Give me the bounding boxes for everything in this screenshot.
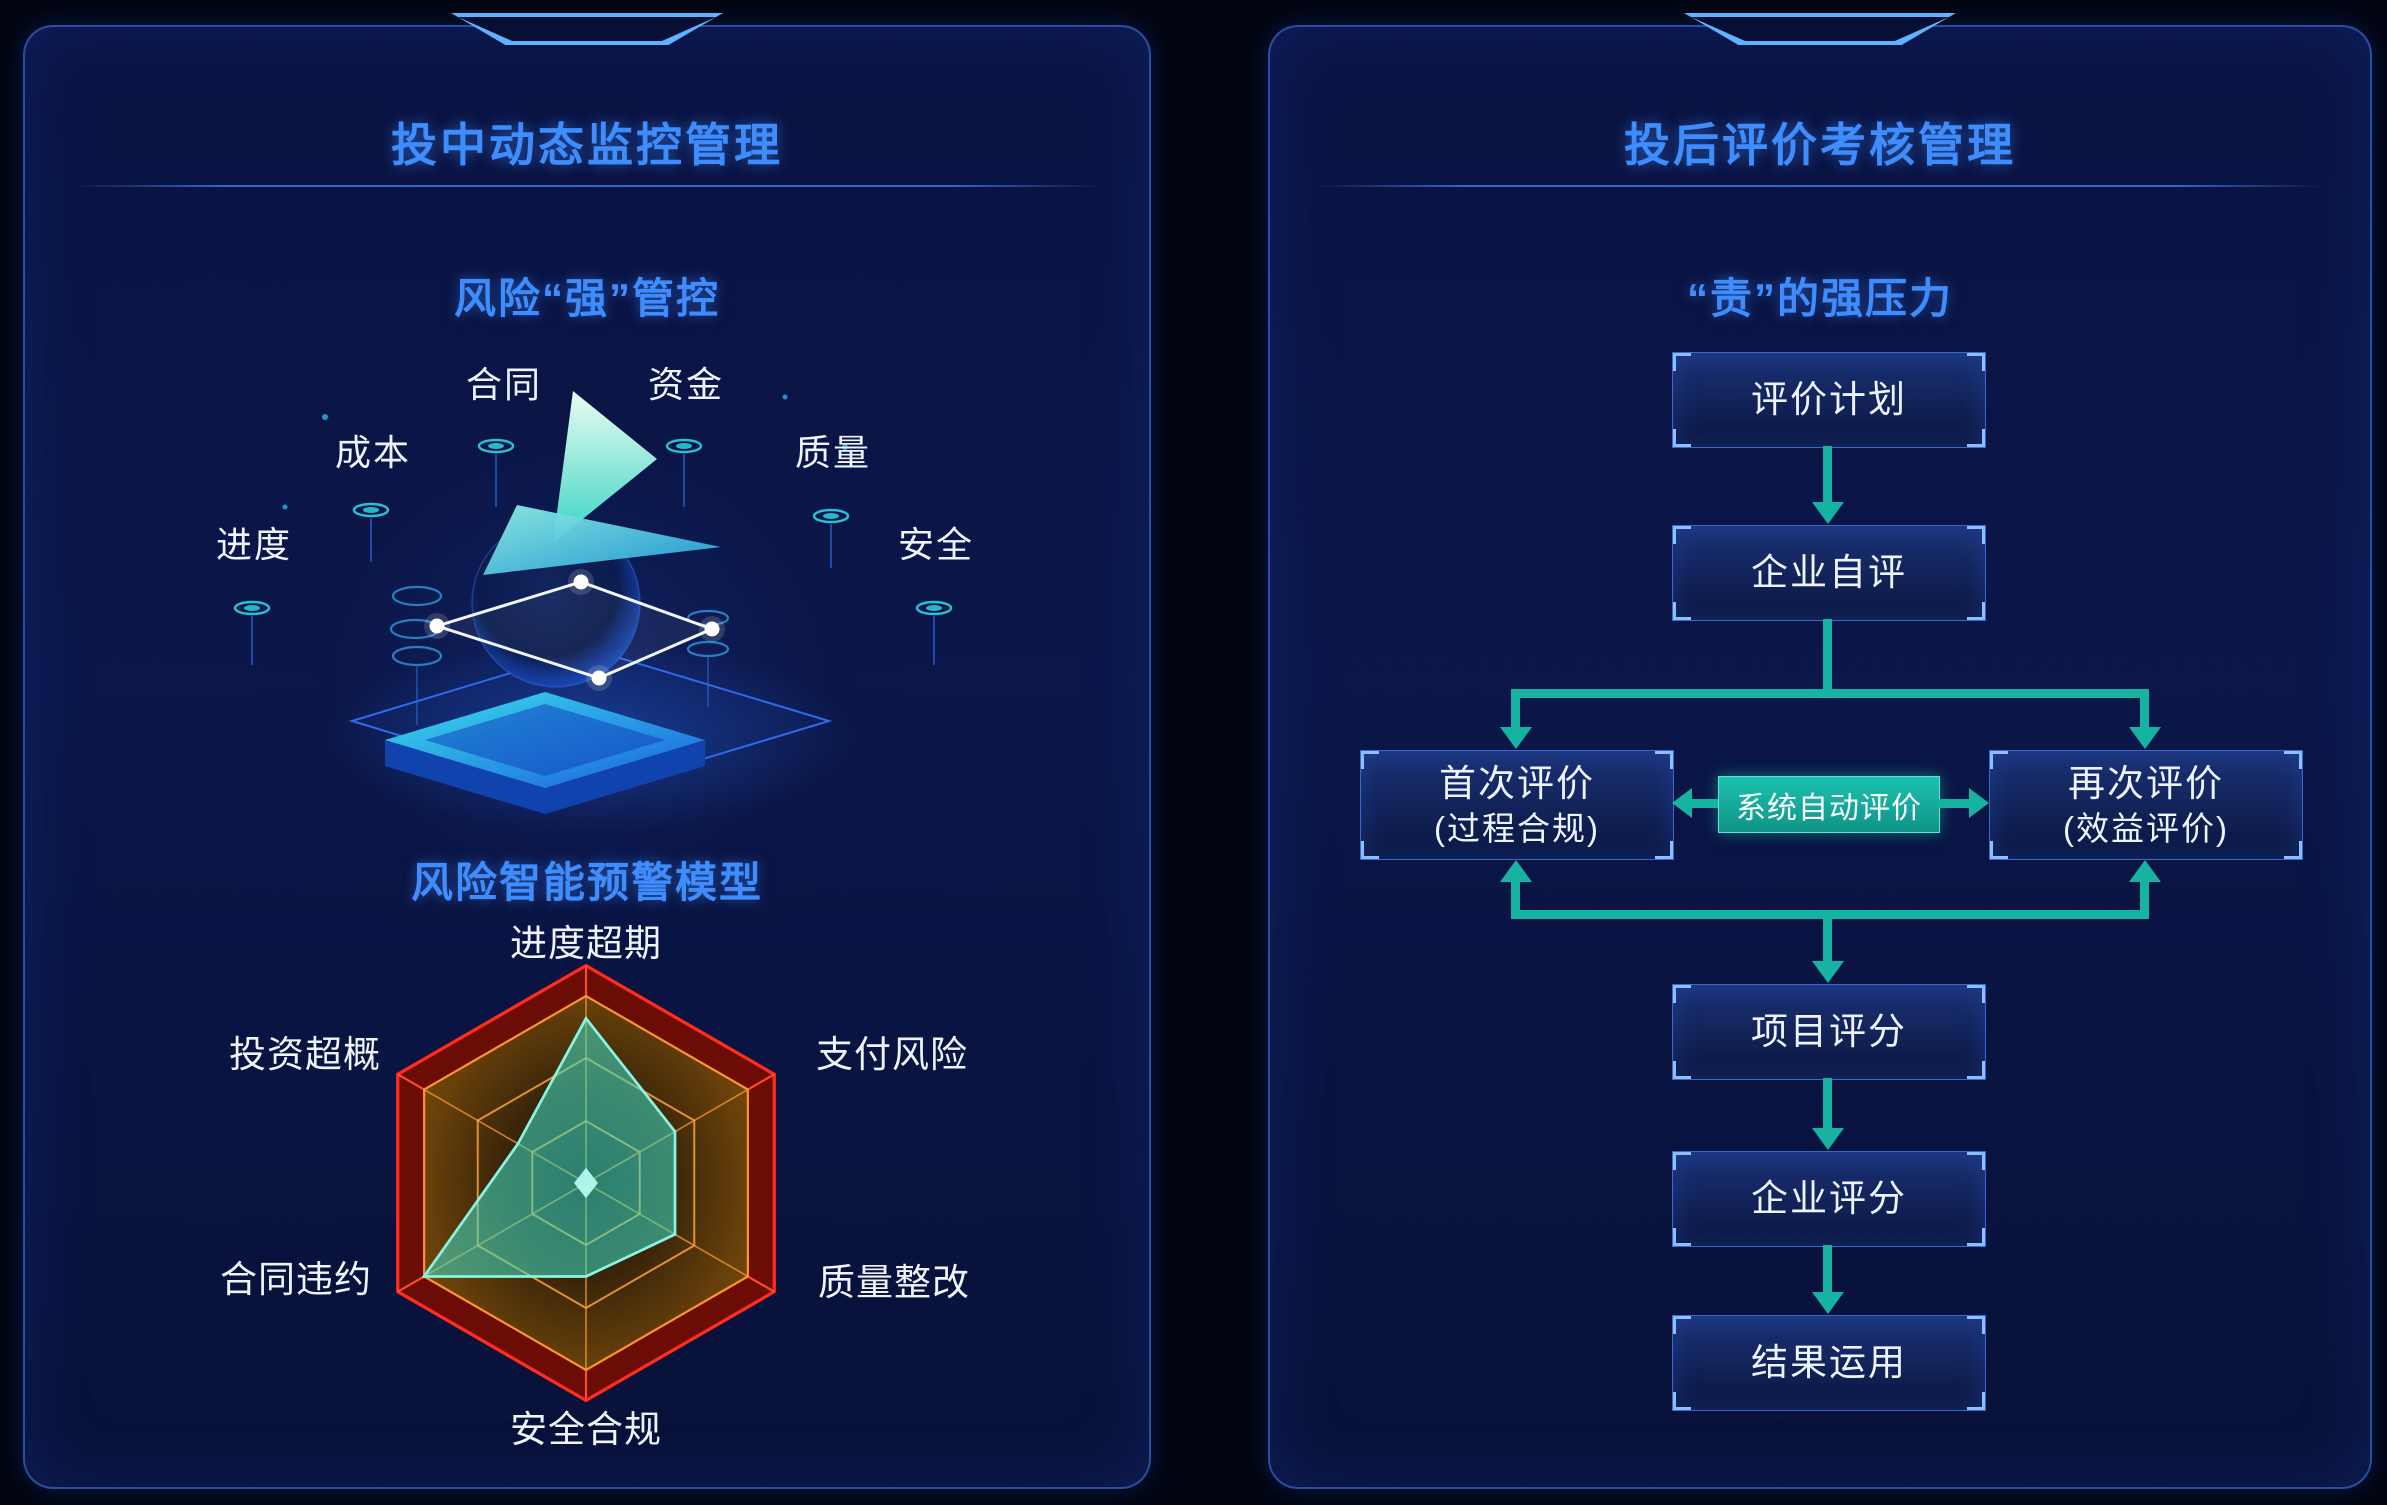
- label-port-rings: [233, 438, 953, 665]
- right-panel-title: 投后评价考核管理: [1624, 119, 2016, 171]
- flow-box-company-score: 企业评分: [1672, 1151, 1986, 1247]
- right-title-divider: [1314, 185, 2326, 187]
- slab-extrusion: [385, 740, 705, 814]
- arrow-head-left-icon: [1672, 788, 1692, 818]
- flow-box-result-use: 结果运用: [1672, 1315, 1986, 1411]
- arrow-shaft: [1511, 880, 1520, 910]
- arrow-head-down-icon: [1500, 727, 1532, 749]
- left-panel-subtitle: 风险“强”管控: [453, 275, 720, 322]
- flow-box-system-auto-eval: 系统自动评价: [1718, 776, 1940, 833]
- arrow-shaft: [1823, 619, 1832, 689]
- flow-box-label: 系统自动评价: [1736, 791, 1922, 825]
- flow-box-label: 结果运用: [1751, 1341, 1907, 1383]
- arrow-head-down-icon: [1812, 961, 1844, 983]
- radar-value-polygon: [421, 1015, 677, 1278]
- arrow-shaft: [1823, 919, 1832, 963]
- ring-cluster-left: [389, 585, 443, 725]
- arrow-shaft: [1823, 1078, 1832, 1130]
- arrow-head-down-icon: [1812, 1292, 1844, 1314]
- arrow-head-down-icon: [2129, 727, 2161, 749]
- flow-box-label-line2: (效益评价): [2063, 809, 2229, 847]
- flow-box-label: 企业自评: [1751, 551, 1907, 593]
- monitor-label-quality: 质量: [794, 432, 872, 473]
- radar-label-over-budget: 投资超概: [229, 1034, 381, 1075]
- risk-3d-illustration: [233, 391, 953, 832]
- flow-box-evaluation-plan: 评价计划: [1672, 352, 1986, 448]
- arrow-shaft: [2140, 689, 2149, 729]
- flow-box-project-score: 项目评分: [1672, 984, 1986, 1080]
- monitor-label-contract: 合同: [465, 364, 543, 405]
- right-panel-subtitle: “责”的强压力: [1686, 275, 1953, 322]
- arrow-head-up-icon: [1500, 860, 1532, 882]
- flow-box-label-line2: (过程合规): [1434, 809, 1600, 847]
- flow-box-first-evaluation: 首次评价 (过程合规): [1360, 750, 1674, 860]
- arrow-shaft: [2140, 880, 2149, 910]
- radar-label-contract-breach: 合同违约: [220, 1259, 372, 1300]
- arrow-head-right-icon: [1969, 788, 1989, 818]
- arrow-head-down-icon: [1812, 1128, 1844, 1150]
- flow-box-label: 企业评分: [1751, 1177, 1907, 1219]
- panel-during-investment: 投中动态监控管理 风险“强”管控: [23, 13, 1151, 1489]
- slab-inset: [425, 704, 665, 776]
- radar-frame-bevels: [397, 965, 775, 1401]
- radar-label-progress-overdue: 进度超期: [510, 923, 662, 964]
- radar-center-diamond: [574, 1167, 598, 1199]
- radar-model-title: 风险智能预警模型: [410, 859, 763, 906]
- arrow-head-down-icon: [1812, 502, 1844, 524]
- flow-box-label-line1: 再次评价: [2068, 763, 2224, 805]
- monitor-label-safety: 安全: [897, 524, 975, 565]
- arrow-rail-top: [1511, 689, 2149, 698]
- panel-top-notch-inner: [1691, 17, 1949, 41]
- flow-box-second-evaluation: 再次评价 (效益评价): [1989, 750, 2303, 860]
- panel-top-notch-decoration: [1684, 13, 1956, 45]
- flow-box-enterprise-self-eval: 企业自评: [1672, 525, 1986, 621]
- network-quad: [424, 569, 725, 691]
- sparkle-dots: [282, 394, 848, 510]
- radar-label-safety-compliance: 安全合规: [510, 1409, 662, 1450]
- arrow-rail-bottom: [1511, 910, 2149, 919]
- panel-post-investment: 投后评价考核管理 “责”的强压力 评价计划 企业自评 首次评价 (过程合规) 系…: [1268, 13, 2372, 1489]
- arrow-shaft: [1511, 689, 1520, 729]
- arrow-shaft: [1938, 799, 1969, 808]
- monitor-label-funds: 资金: [647, 364, 725, 405]
- flow-box-label-line1: 首次评价: [1439, 763, 1595, 805]
- left-title-divider: [69, 185, 1105, 187]
- panel-top-notch-inner: [458, 17, 716, 41]
- left-panel-title: 投中动态监控管理: [391, 119, 783, 171]
- radar-label-payment-risk: 支付风险: [816, 1034, 968, 1075]
- risk-radar-chart: [396, 963, 776, 1403]
- monitor-label-cost: 成本: [334, 432, 412, 473]
- monitor-label-progress: 进度: [215, 524, 293, 565]
- arrow-head-up-icon: [2129, 860, 2161, 882]
- arrow-shaft: [1823, 446, 1832, 504]
- panel-top-notch-decoration: [451, 13, 723, 45]
- flow-box-label: 评价计划: [1751, 378, 1907, 420]
- arrow-shaft: [1692, 799, 1718, 808]
- arrow-shaft: [1823, 1245, 1832, 1294]
- flow-box-label: 项目评分: [1751, 1010, 1907, 1052]
- paper-plane: [483, 391, 721, 575]
- radar-label-quality-rectify: 质量整改: [818, 1262, 970, 1303]
